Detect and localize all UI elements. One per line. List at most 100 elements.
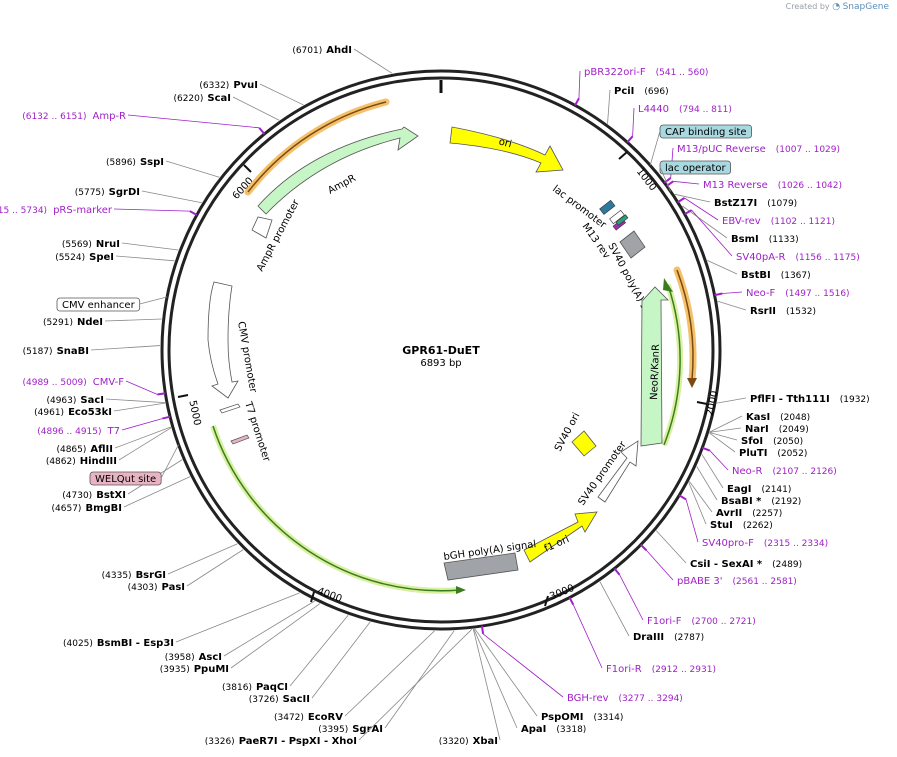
primer-name: F1ori-R: [606, 664, 642, 675]
site-name: PciI: [614, 86, 634, 97]
site-position: (5187): [23, 347, 53, 357]
site-bstbi: BstBI(1367): [707, 259, 811, 281]
site-paqci: PaqCI(3816): [222, 614, 349, 693]
primer-range: (1497 .. 1516): [785, 289, 849, 299]
primer-name: T7: [107, 426, 120, 437]
site-bstz17i: BstZ17I (1079): [674, 193, 797, 209]
site-name: KasI: [746, 412, 770, 423]
site-position: (5896): [106, 158, 136, 168]
primer-range: (2107 .. 2126): [773, 467, 837, 477]
site-name: XbaI: [473, 736, 498, 747]
site-avrii: AvrII(2257): [689, 481, 782, 519]
site-name: DraIII: [633, 632, 664, 643]
site-position: (6332): [199, 81, 229, 91]
primer-range: (2561 .. 2581): [733, 577, 797, 587]
site-aflii: AflII(4865): [56, 426, 171, 455]
site-position: (4865): [56, 445, 86, 455]
site-name: BsmBI - Esp3I: [97, 638, 174, 649]
site-name: CsiI - SexAI *: [690, 559, 763, 570]
site-csii-sexai: CsiI - SexAI * (2489): [655, 530, 802, 570]
site-position: (2489): [772, 560, 802, 570]
site-position: (3326): [205, 737, 235, 747]
site-nrui: NruI(5569): [62, 239, 179, 251]
feature-ori: ori: [449, 126, 564, 173]
site-name: SacI: [80, 395, 104, 406]
feature-box-label: WELQut site: [95, 474, 156, 485]
site-name: RsrII: [750, 306, 776, 317]
tick-label-5000: 5000: [186, 399, 202, 426]
site-name: SgrAI: [352, 724, 383, 735]
site-name: EcoRV: [308, 712, 343, 723]
feature-label-neor-kanr: NeoR/KanR: [649, 344, 662, 400]
feature-box-cap-binding-site: CAP binding site: [649, 124, 752, 166]
site-draiii: DraIII(2787): [599, 581, 704, 643]
site-pflfi-tth111i: PflFI - Tth111I(1932): [716, 394, 870, 405]
primer-range: (4989 .. 5009): [22, 378, 86, 388]
site-hindiii: HindIII(4862): [46, 427, 172, 467]
primer-name: M13/pUC Reverse: [677, 144, 766, 155]
primer-pbabe-3: pBABE 3'(2561 .. 2581): [640, 544, 797, 587]
site-ppumi: PpuMI(3935): [160, 603, 321, 675]
site-position: (4961): [34, 408, 64, 418]
site-name: PvuI: [233, 80, 258, 91]
site-name: HindIII: [80, 456, 117, 467]
site-name: BstZ17I: [714, 198, 757, 209]
feature-ampr-promoter: AmpR promoter: [251, 197, 302, 273]
site-position: (2049): [779, 425, 809, 435]
primer-name: Neo-R: [732, 466, 763, 477]
credit-brand: SnapGene: [842, 2, 889, 12]
site-pcii: PciI(696): [607, 86, 669, 124]
site-scai: ScaI(6220): [173, 93, 280, 121]
site-position: (3726): [249, 695, 279, 705]
site-position: (3816): [222, 683, 252, 693]
site-labels: AhdI(6701)PvuI(6332)ScaI(6220)SspI(5896)…: [0, 45, 870, 747]
site-snabi: SnaBI(5187): [23, 345, 161, 357]
feature-label-t7-promoter: T7 promoter: [242, 400, 272, 464]
primer-name: pBR322ori-F: [584, 67, 646, 78]
site-position: (4730): [62, 491, 92, 501]
feature-neor-kanr: NeoR/KanR: [640, 286, 669, 447]
site-position: (2052): [777, 449, 807, 459]
site-position: (3314): [593, 713, 623, 723]
feature-box-label: lac operator: [665, 163, 726, 174]
site-position: (4025): [63, 639, 93, 649]
site-name: NarI: [745, 424, 769, 435]
primer-range: (2912 .. 2931): [652, 665, 716, 675]
site-position: (2050): [773, 437, 803, 447]
feature-label-m13-rev: M13 rev: [580, 221, 612, 261]
primer-name: BGH-rev: [567, 693, 609, 704]
tick-5000: 5000: [177, 394, 202, 427]
feature-label-lac-promoter: lac promoter: [550, 184, 608, 232]
site-position: (6220): [173, 94, 203, 104]
site-name: SpeI: [89, 252, 114, 263]
site-sacii: SacII(3726): [249, 621, 371, 705]
site-name: PpuMI: [194, 664, 229, 675]
feature-sv40-ori: SV40 ori: [553, 411, 597, 457]
primer-name: SV40pro-F: [702, 538, 754, 549]
site-kasi: KasI(2048): [709, 412, 810, 433]
site-position: (1133): [769, 235, 799, 245]
primer-name: SV40pA-R: [736, 252, 785, 263]
site-name: AvrII: [716, 508, 742, 519]
primer-f1ori-f: F1ori-F(2700 .. 2721): [613, 567, 756, 627]
gpr61-cds-arc: [210, 425, 461, 594]
site-bmgbi: BmgBI(4657): [52, 476, 191, 514]
tick-2000: 2000: [696, 390, 721, 417]
plasmid-name: GPR61-DuET: [402, 344, 480, 357]
site-position: (1079): [767, 199, 797, 209]
primer-neo-r: Neo-R (2107 .. 2126): [701, 446, 837, 477]
feature-box-label: CMV enhancer: [62, 300, 136, 311]
primer-name: CMV-F: [93, 377, 124, 388]
site-position: (2192): [771, 497, 801, 507]
site-saci: SacI(4963): [46, 395, 166, 406]
primer-ebv-rev: EBV-rev(1102 .. 1121): [677, 197, 835, 227]
site-name: BsmI: [731, 234, 759, 245]
site-position: (4657): [52, 504, 82, 514]
site-name: NdeI: [77, 317, 103, 328]
site-name: PluTI: [739, 448, 767, 459]
feature-box-label: CAP binding site: [665, 127, 747, 138]
ampr-orf-line: [247, 101, 387, 193]
feature-label-ori: ori: [497, 137, 512, 151]
primer-range: (794 .. 811): [679, 105, 732, 115]
site-ndei: NdeI(5291): [43, 317, 162, 328]
